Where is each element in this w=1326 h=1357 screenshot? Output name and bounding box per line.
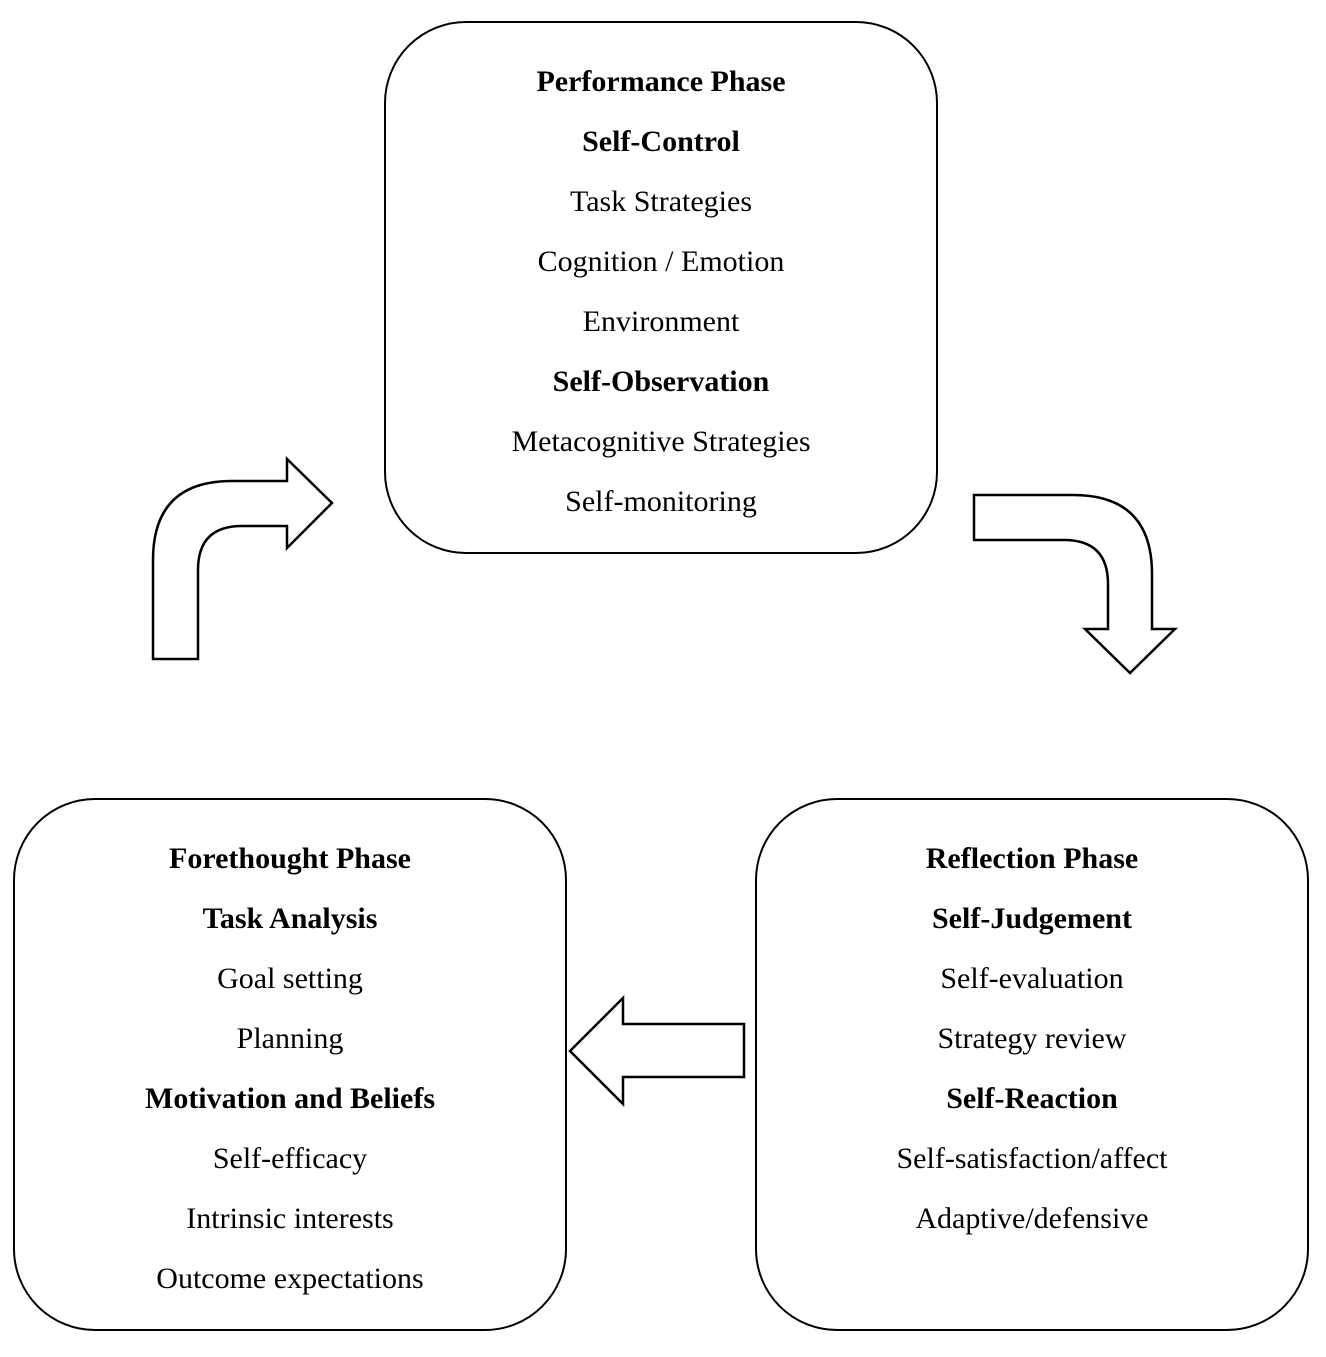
forethought-line-planning: Planning bbox=[236, 1022, 344, 1055]
forethought-line-intrinsic-interests: Intrinsic interests bbox=[186, 1202, 394, 1235]
forethought-phase-title: Forethought Phase bbox=[169, 842, 411, 875]
reflection-phase-title: Reflection Phase bbox=[925, 842, 1139, 875]
forethought-line-goal-setting: Goal setting bbox=[217, 962, 363, 995]
performance-line-cognition-emotion: Cognition / Emotion bbox=[537, 245, 785, 278]
arrow-forethought-to-performance bbox=[151, 456, 334, 661]
performance-phase-box: Performance Phase Self-Control Task Stra… bbox=[384, 21, 938, 554]
reflection-line-self-judgement: Self-Judgement bbox=[932, 902, 1132, 935]
performance-line-self-monitoring: Self-monitoring bbox=[565, 485, 757, 518]
forethought-line-motivation-beliefs: Motivation and Beliefs bbox=[145, 1082, 435, 1115]
forethought-line-self-efficacy: Self-efficacy bbox=[212, 1142, 368, 1175]
performance-phase-title: Performance Phase bbox=[536, 65, 786, 98]
reflection-line-self-satisfaction: Self-satisfaction/affect bbox=[896, 1142, 1168, 1175]
performance-line-metacognitive-strategies: Metacognitive Strategies bbox=[511, 425, 811, 458]
reflection-line-adaptive-defensive: Adaptive/defensive bbox=[915, 1202, 1149, 1235]
reflection-line-self-reaction: Self-Reaction bbox=[946, 1082, 1118, 1115]
forethought-line-outcome-expectations: Outcome expectations bbox=[156, 1262, 424, 1295]
reflection-line-strategy-review: Strategy review bbox=[937, 1022, 1127, 1055]
arrow-reflection-to-forethought bbox=[568, 994, 746, 1108]
performance-line-task-strategies: Task Strategies bbox=[569, 185, 753, 218]
reflection-phase-box: Reflection Phase Self-Judgement Self-eva… bbox=[755, 798, 1309, 1331]
performance-line-self-observation: Self-Observation bbox=[552, 365, 770, 398]
arrow-performance-to-reflection bbox=[972, 493, 1179, 675]
forethought-line-task-analysis: Task Analysis bbox=[202, 902, 378, 935]
reflection-line-self-evaluation: Self-evaluation bbox=[940, 962, 1124, 995]
performance-line-environment: Environment bbox=[582, 305, 740, 338]
forethought-phase-box: Forethought Phase Task Analysis Goal set… bbox=[13, 798, 567, 1331]
performance-line-self-control: Self-Control bbox=[582, 125, 740, 158]
